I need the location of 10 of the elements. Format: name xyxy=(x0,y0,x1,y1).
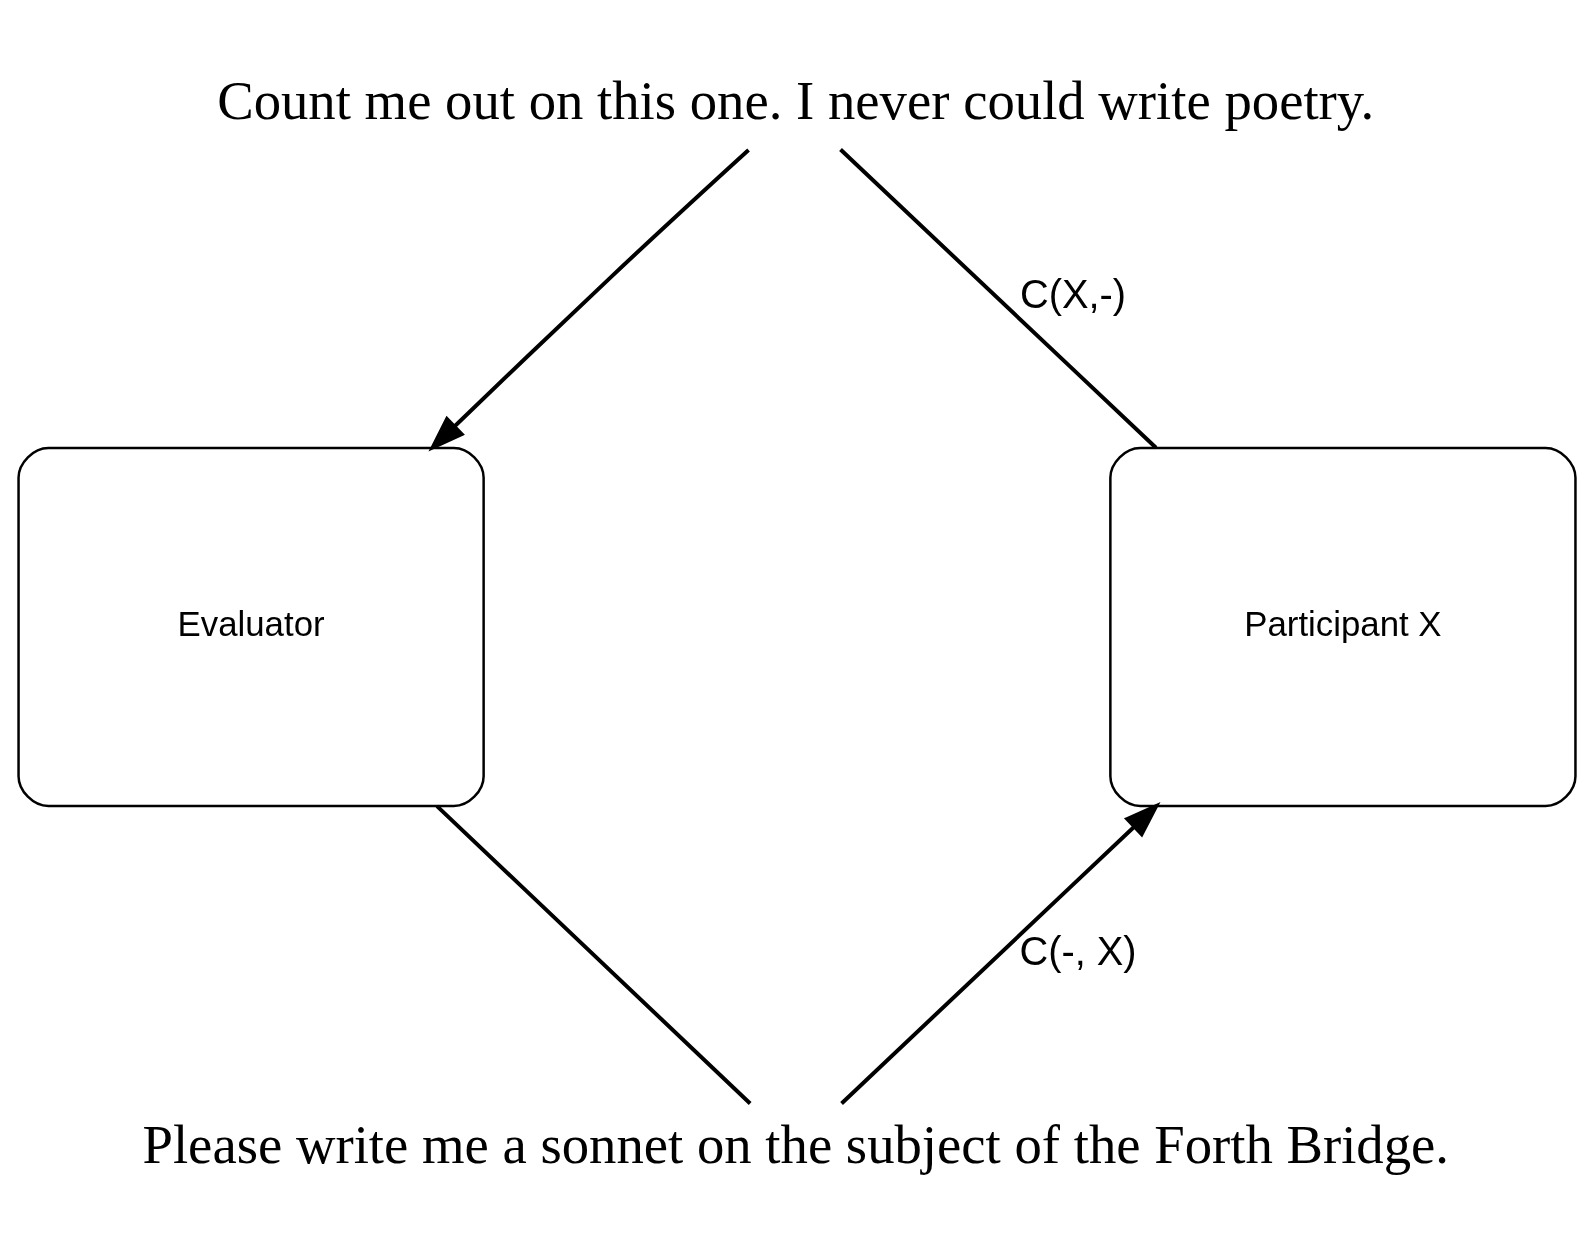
connector xyxy=(435,804,752,1105)
connector xyxy=(839,148,1158,450)
edge-label: C(X,-) xyxy=(1020,272,1127,317)
node-text: Please write me a sonnet on the subject of the Forth Bridge. xyxy=(142,1114,1450,1176)
arrow xyxy=(428,148,750,452)
edge-label: C(-, X) xyxy=(1019,928,1137,973)
node-text: Count me out on this one. I never could write poetry. xyxy=(217,69,1375,131)
arrow xyxy=(840,801,1161,1105)
node-box: Participant X xyxy=(1109,446,1577,808)
node-box: Evaluator xyxy=(17,446,485,808)
